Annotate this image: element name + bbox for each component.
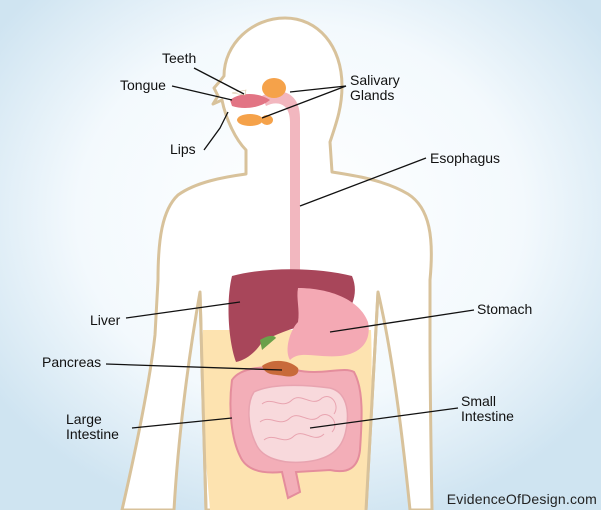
- small-intestine-coils: [259, 396, 337, 441]
- label-teeth: Teeth: [162, 50, 197, 66]
- small-intestine-shape: [248, 384, 349, 464]
- salivary-leader-lower: [261, 85, 347, 119]
- esophagus-leader: [299, 157, 427, 207]
- label-small-intestine: Small Intestine: [461, 393, 514, 424]
- label-salivary-glands: Salivary Glands: [350, 72, 400, 103]
- watermark: EvidenceOfDesign.com: [446, 491, 597, 507]
- label-liver: Liver: [90, 312, 121, 328]
- label-esophagus: Esophagus: [430, 150, 501, 166]
- esophagus: [230, 89, 300, 292]
- label-stomach: Stomach: [477, 301, 533, 317]
- label-tongue: Tongue: [120, 77, 166, 93]
- pancreas-shape: [262, 360, 299, 377]
- leader-lines: [105, 67, 475, 429]
- pancreas-leader: [105, 363, 283, 371]
- tongue-leader: [171, 85, 233, 101]
- stomach-shape: [287, 288, 369, 360]
- small-intestine-leader: [309, 407, 459, 429]
- large-intestine-leader: [131, 417, 233, 429]
- label-lips: Lips: [170, 141, 196, 157]
- liver-leader: [125, 301, 241, 319]
- teeth-leader: [193, 67, 245, 95]
- stomach-leader: [329, 309, 475, 333]
- tongue-shape: [230, 94, 270, 108]
- salivary-leader-upper: [289, 85, 347, 93]
- lips-leader: [203, 111, 229, 151]
- label-pancreas: Pancreas: [42, 354, 102, 370]
- gallbladder-shape: [260, 335, 276, 350]
- label-large-intestine: Large Intestine: [66, 411, 119, 442]
